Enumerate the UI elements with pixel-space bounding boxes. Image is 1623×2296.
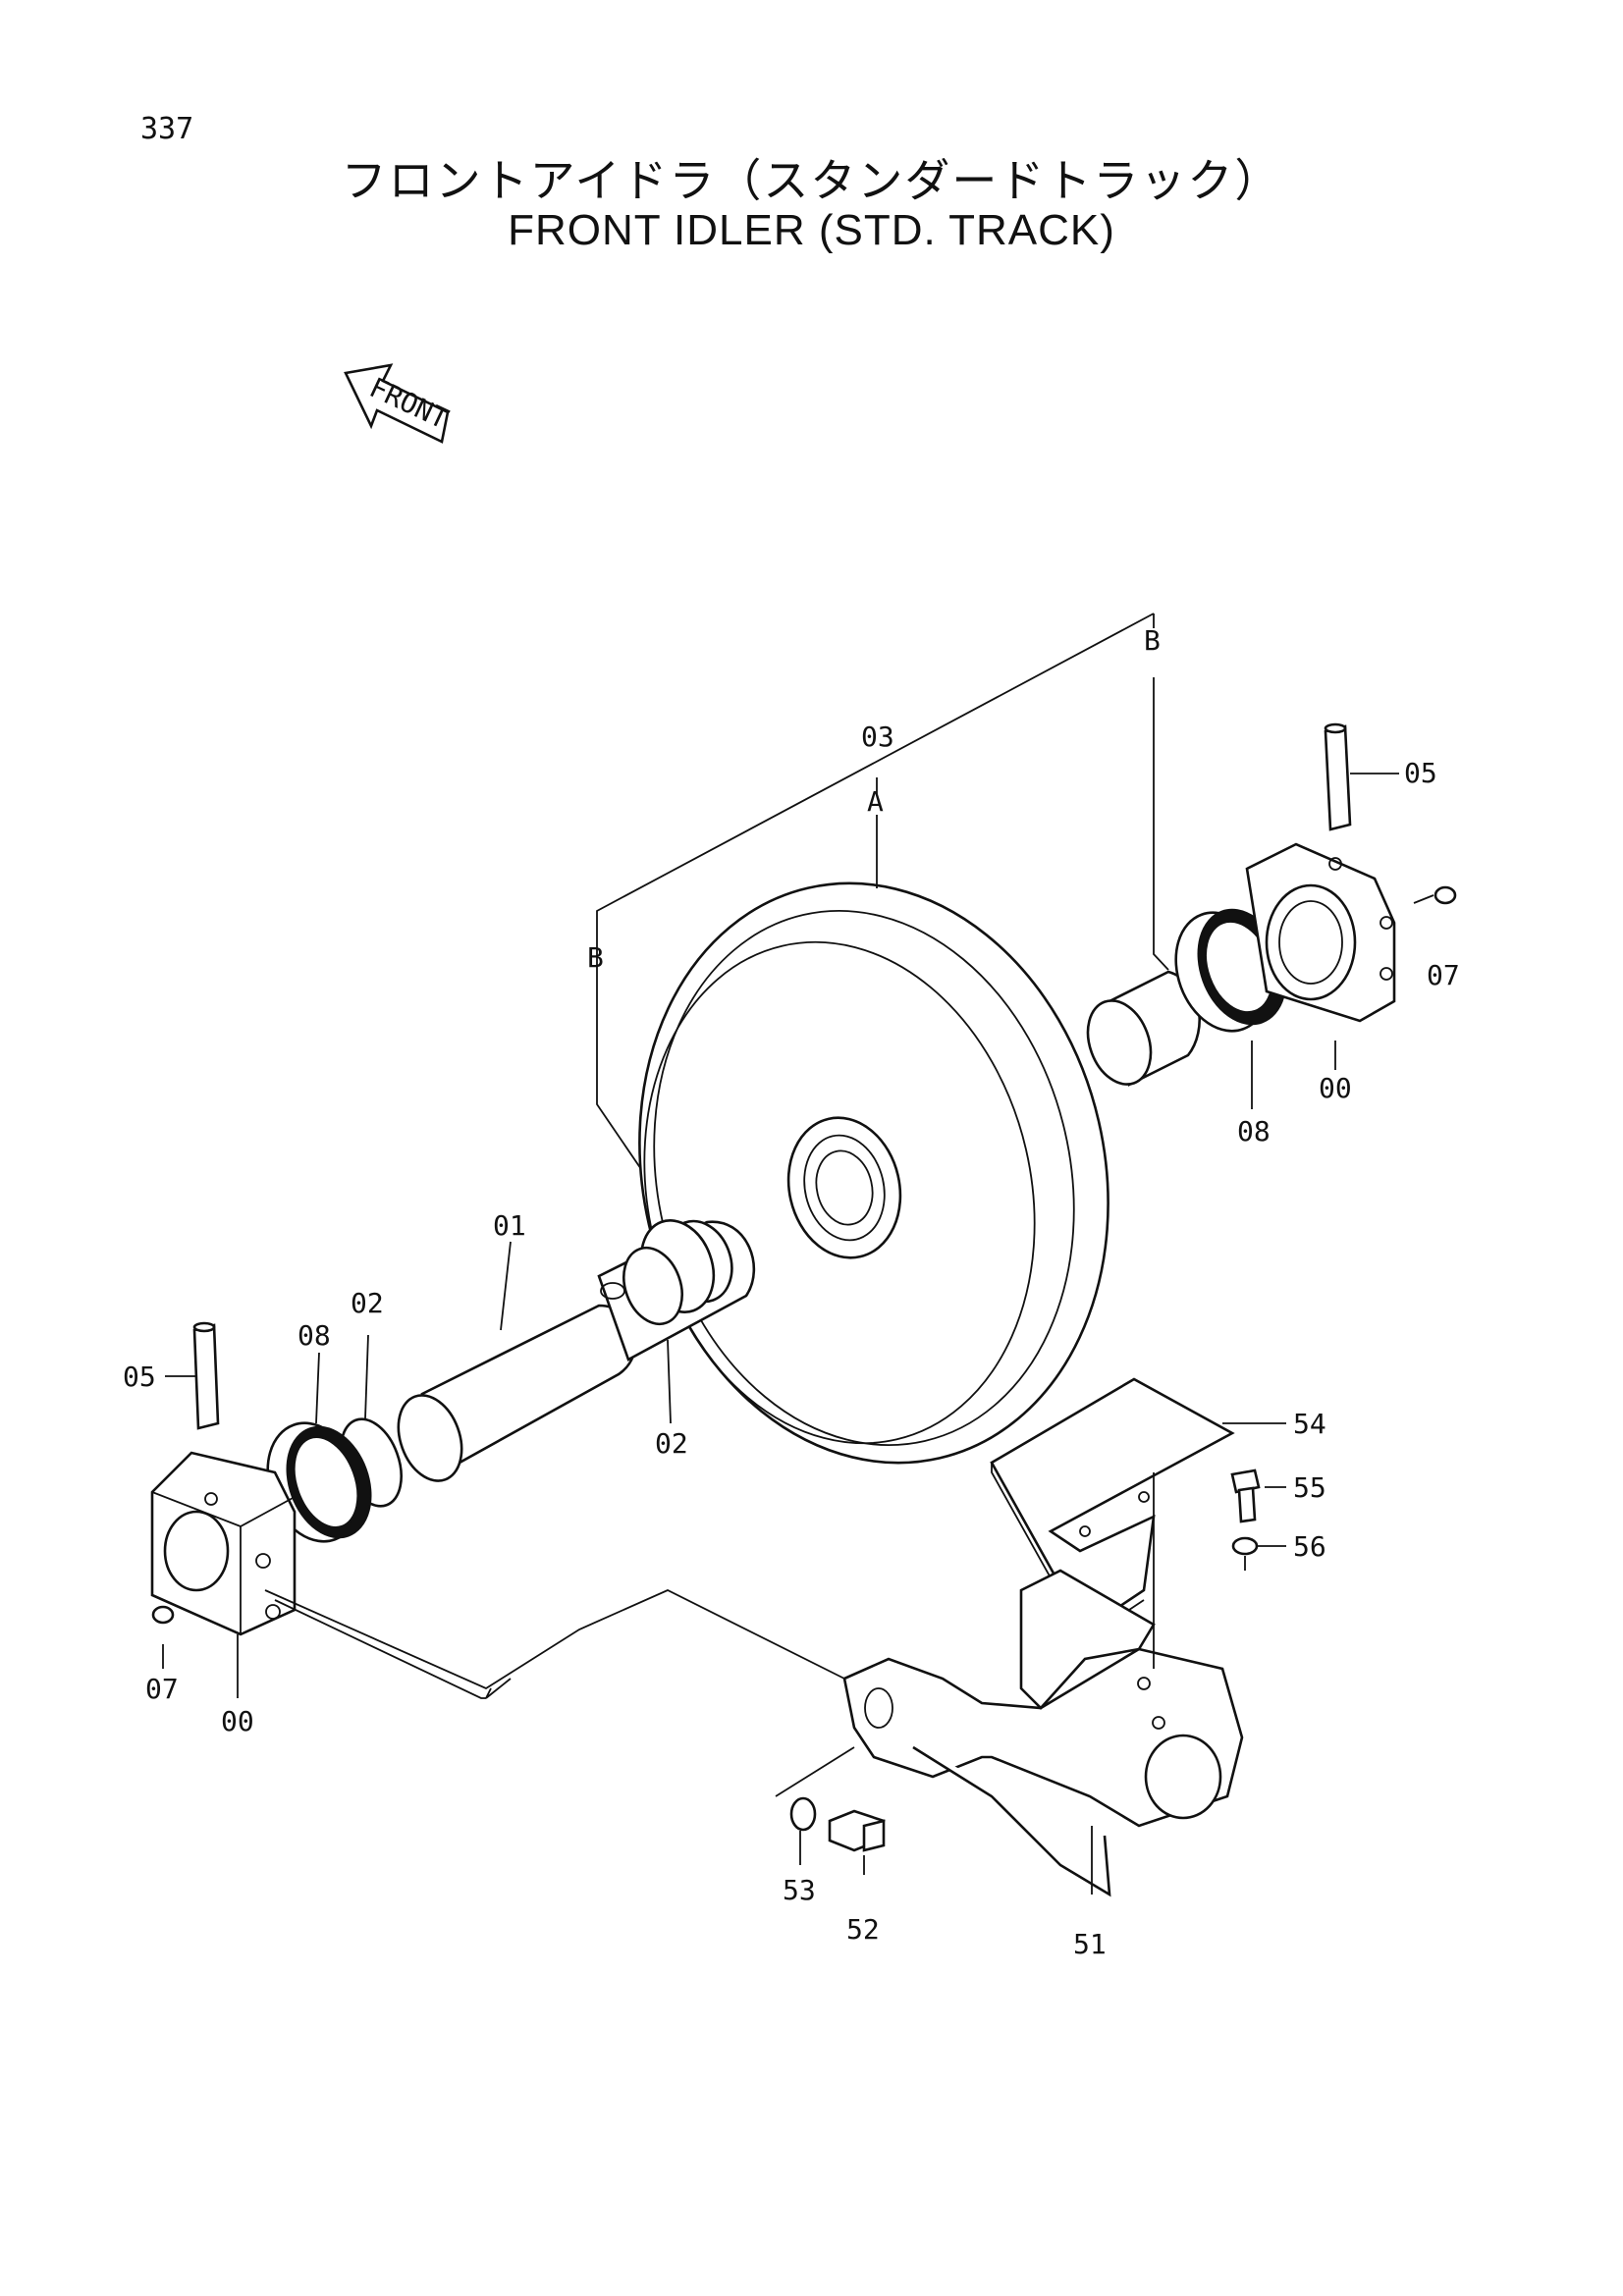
- sleeve-right: [1086, 970, 1201, 1087]
- callout-b-right: B: [1144, 624, 1161, 657]
- callout-53: 53: [783, 1874, 816, 1906]
- callout-07-left: 07: [145, 1673, 179, 1705]
- callout-labels: 03 A B B 05 07 00 08 01 02 02 08 05 07 0…: [123, 624, 1460, 1960]
- callout-a: A: [867, 785, 884, 818]
- plug-left: [151, 1605, 175, 1625]
- callout-07-right: 07: [1427, 959, 1460, 991]
- shaft-bracket-right: [1245, 842, 1396, 1023]
- pin-right: [1324, 722, 1352, 831]
- washer-56: [1231, 1536, 1259, 1556]
- callout-03: 03: [861, 721, 894, 753]
- idler-support: [842, 1569, 1244, 1897]
- callout-b-left: B: [587, 941, 604, 974]
- title-japanese: フロントアイドラ（スタンダードトラック）: [341, 154, 1282, 207]
- callout-08-left: 08: [298, 1319, 331, 1352]
- callout-55: 55: [1293, 1471, 1326, 1504]
- callout-54: 54: [1293, 1408, 1326, 1440]
- callout-05-right: 05: [1404, 757, 1437, 789]
- bolt-55: [1230, 1468, 1261, 1523]
- idler-wheel: [638, 881, 1109, 1465]
- callout-01: 01: [493, 1209, 526, 1242]
- callout-02-bottom: 02: [655, 1427, 688, 1460]
- callout-52: 52: [846, 1913, 880, 1946]
- callout-56: 56: [1293, 1530, 1326, 1563]
- callout-02-top: 02: [351, 1287, 384, 1319]
- pin-left: [192, 1321, 220, 1430]
- washer-53: [789, 1796, 817, 1832]
- callout-05-left: 05: [123, 1361, 156, 1393]
- front-arrow: FRONT: [344, 363, 454, 444]
- callout-08-right: 08: [1237, 1115, 1271, 1148]
- collar-rings-left: [622, 1219, 716, 1326]
- callout-00-right: 00: [1319, 1072, 1352, 1104]
- plug-right: [1434, 885, 1457, 905]
- leader-lines: [162, 773, 1434, 1895]
- title-english: FRONT IDLER (STD. TRACK): [508, 206, 1115, 254]
- bolt-52: [828, 1809, 886, 1852]
- page-number: 337: [140, 112, 194, 146]
- shaft-bracket-left: [150, 1451, 297, 1636]
- callout-51: 51: [1073, 1928, 1107, 1960]
- callout-00-left: 00: [221, 1705, 254, 1737]
